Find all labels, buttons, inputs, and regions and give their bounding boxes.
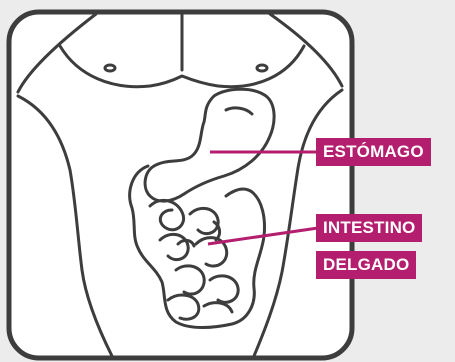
small-intestine-label-line2: DELGADO xyxy=(316,251,416,279)
small-intestine-label-line1: INTESTINO xyxy=(316,214,422,242)
stomach-label: ESTÓMAGO xyxy=(316,138,431,166)
